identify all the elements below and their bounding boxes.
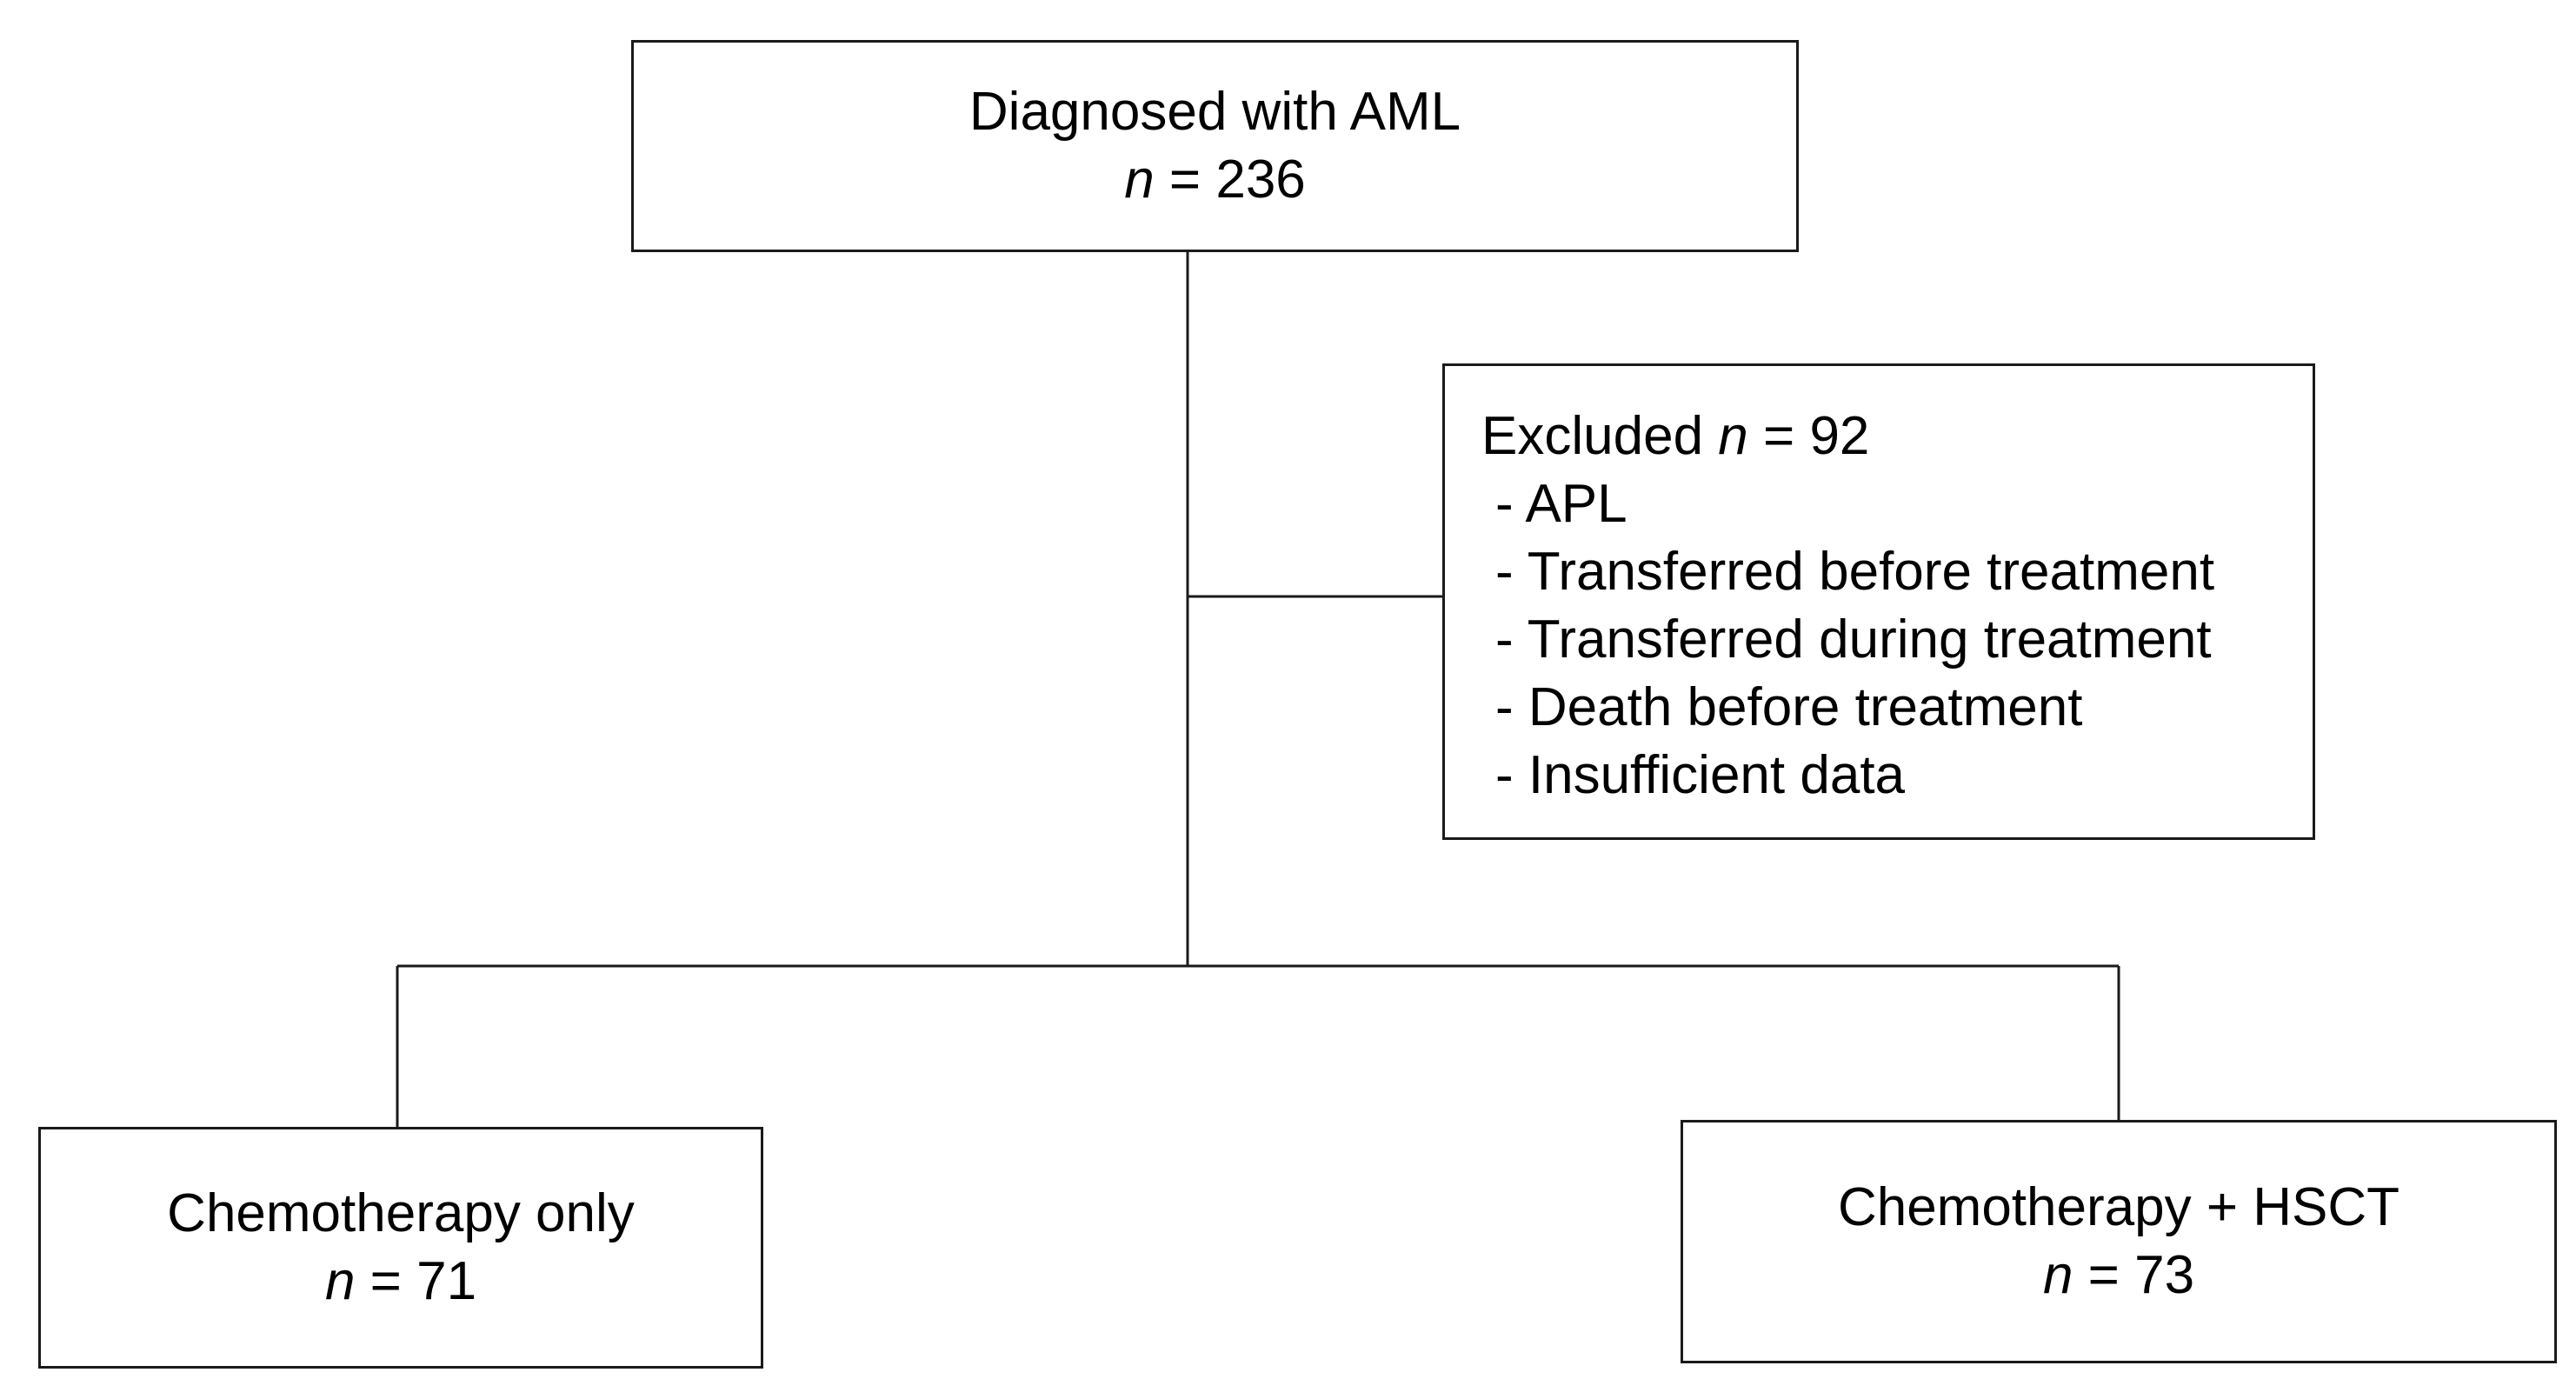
n-symbol: n: [1718, 406, 1748, 466]
chemotherapy-only-box: Chemotherapy only n = 71: [38, 1127, 763, 1369]
chemotherapy-only-count: n = 71: [325, 1248, 476, 1316]
diagnosed-count: n = 236: [1124, 146, 1306, 214]
excluded-header: Excluded n = 92: [1481, 403, 2313, 470]
n-symbol: n: [2042, 1245, 2073, 1305]
exclusion-reason: - Death before treatment: [1495, 677, 2083, 737]
diagnosed-box: Diagnosed with AML n = 236: [631, 40, 1799, 252]
exclusion-reason: - Transferred during treatment: [1495, 610, 2212, 670]
chemotherapy-hsct-count: n = 73: [2043, 1242, 2194, 1309]
exclusion-reason: - APL: [1495, 474, 1627, 534]
chemotherapy-hsct-box: Chemotherapy + HSCT n = 73: [1681, 1120, 2557, 1363]
diagnosed-label: Diagnosed with AML: [968, 82, 1461, 142]
exclusion-reason: - Transferred before treatment: [1495, 542, 2215, 602]
exclusion-reason: - Insufficient data: [1495, 745, 1906, 805]
excluded-box: Excluded n = 92 - APL - Transferred befo…: [1442, 363, 2315, 840]
excluded-label: Excluded: [1481, 406, 1704, 466]
n-symbol: n: [324, 1251, 356, 1311]
excluded-n-value: = 92: [1763, 406, 1870, 466]
chemotherapy-hsct-n-value: = 73: [2087, 1245, 2195, 1305]
chemotherapy-hsct-label: Chemotherapy + HSCT: [1837, 1177, 2400, 1237]
chemotherapy-only-label: Chemotherapy only: [167, 1183, 635, 1243]
n-symbol: n: [1124, 150, 1155, 210]
diagnosed-n-value: = 236: [1168, 150, 1306, 210]
chemotherapy-only-n-value: = 71: [369, 1251, 477, 1311]
